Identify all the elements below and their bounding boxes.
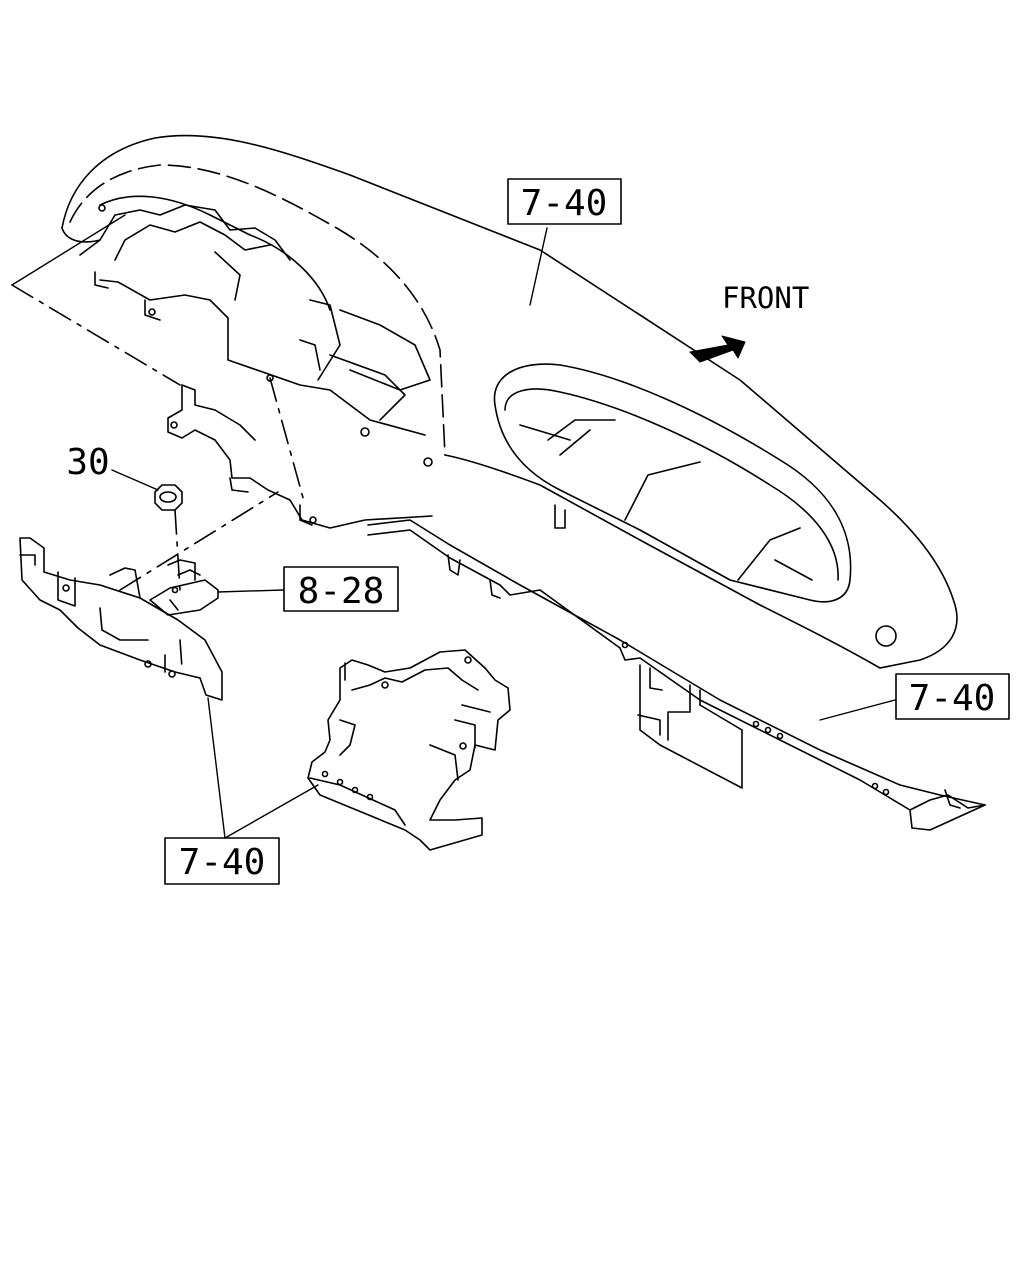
callout-crossbar-text: 7-40: [909, 678, 996, 719]
leader-lines: [11, 214, 896, 839]
control-module: [149, 559, 219, 616]
cross-car-beam: [367, 519, 986, 831]
callout-module: 8-28: [283, 566, 399, 612]
dash-lower-bracket: [167, 384, 433, 529]
instrument-panel: [61, 134, 958, 669]
callout-dash-panel-text: 7-40: [521, 183, 608, 224]
callout-bracket: 7-40: [164, 837, 280, 885]
callout-nut-text: 30: [66, 442, 109, 483]
callout-bracket-text: 7-40: [179, 842, 266, 883]
assembly-lines: [11, 284, 306, 669]
front-label: FRONT: [722, 281, 809, 315]
callout-crossbar: 7-40: [895, 673, 1010, 720]
callout-dash-panel: 7-40: [507, 178, 622, 225]
left-side-bracket: [19, 537, 223, 701]
nut: [154, 484, 183, 511]
callout-module-text: 8-28: [298, 571, 385, 612]
steering-support-bracket: [307, 649, 511, 851]
front-arrow-icon: [689, 335, 746, 363]
